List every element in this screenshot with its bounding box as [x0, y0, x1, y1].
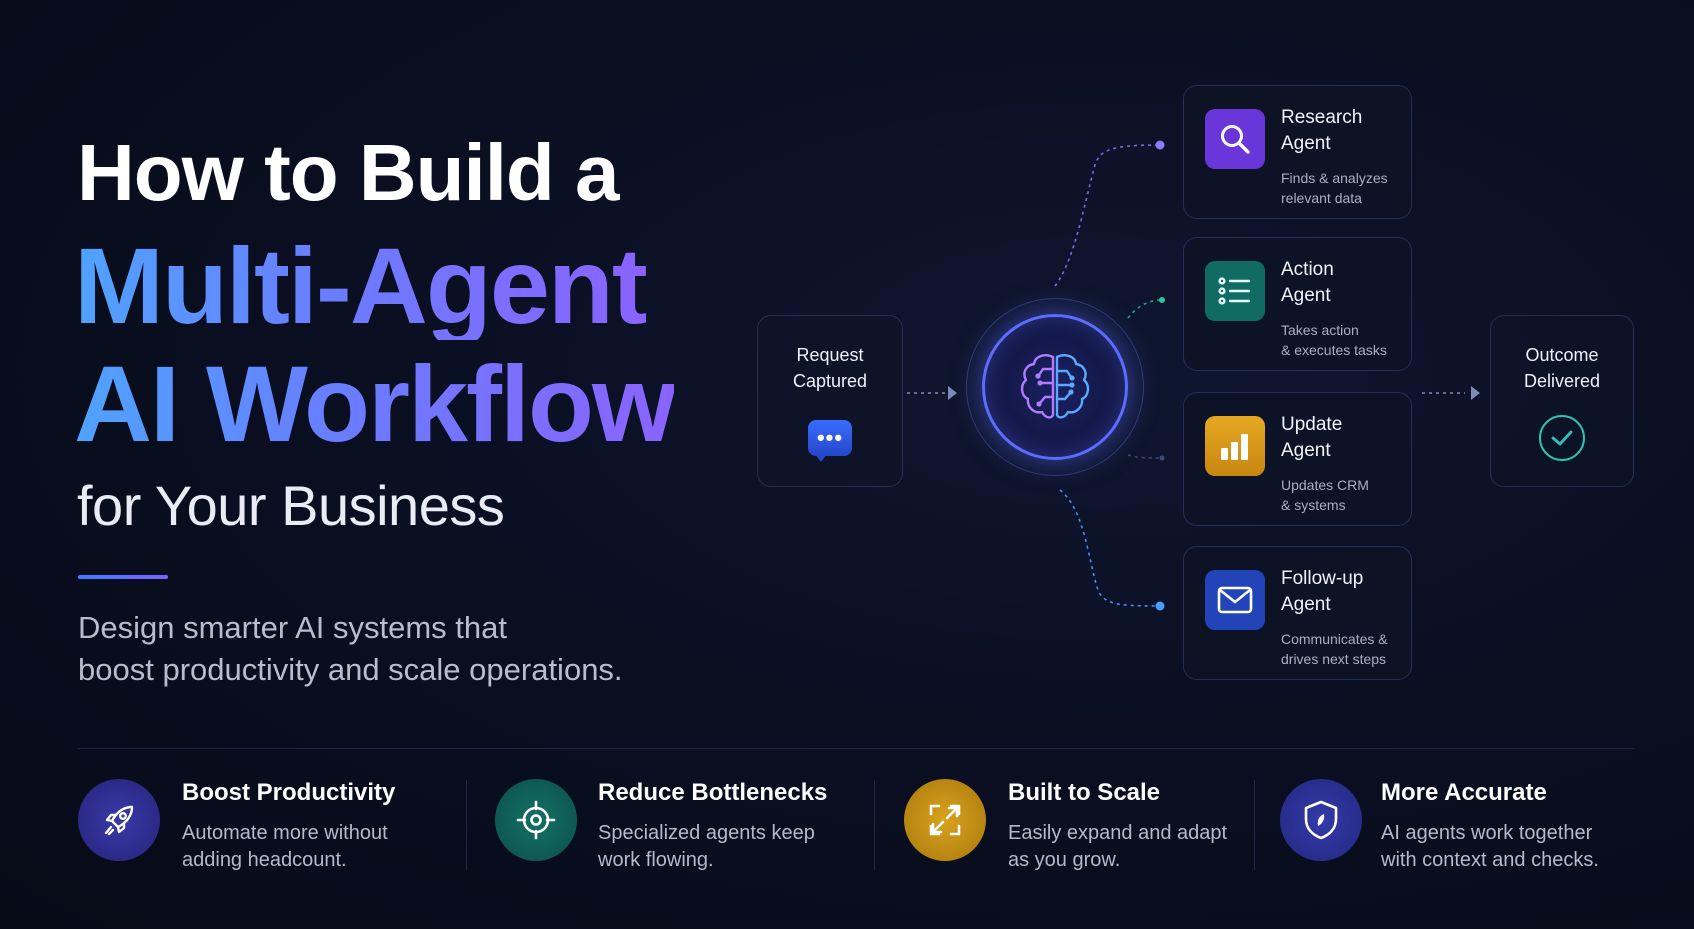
- agent-name-line-2: Agent: [1281, 133, 1331, 154]
- agent-desc-line-1: Finds & analyzes: [1281, 170, 1388, 186]
- feature-desc-line-1: Specialized agents keep: [598, 822, 815, 844]
- request-label-line-2: Captured: [792, 371, 868, 391]
- subtitle-line-1: Design smarter AI systems that: [78, 610, 507, 645]
- check-circle-icon: [1539, 415, 1585, 461]
- feature-desc-line-1: Easily expand and adapt: [1008, 822, 1228, 844]
- feature-divider: [874, 780, 875, 870]
- connector-hub-to-followup: [1059, 489, 1161, 607]
- agent-desc-line-2: & executes tasks: [1281, 342, 1387, 358]
- chat-bubble-icon: •••: [808, 420, 852, 456]
- bar-chart-icon: [1205, 416, 1265, 476]
- subtitle-line-2: boost productivity and scale operations.: [78, 652, 623, 687]
- feature-title: Reduce Bottlenecks: [598, 779, 828, 806]
- ai-brain-icon: [1020, 354, 1090, 419]
- feature-desc-line-2: work flowing.: [598, 849, 714, 871]
- feature-divider: [466, 780, 467, 870]
- feature-title: Built to Scale: [1008, 779, 1161, 806]
- target-icon: [495, 779, 577, 861]
- agent-name-line-2: Agent: [1281, 594, 1331, 615]
- agent-desc-line-1: Communicates &: [1281, 631, 1388, 647]
- request-label-line-1: Request: [796, 345, 864, 365]
- agent-card-update: Update Agent Updates CRM & systems: [1183, 392, 1412, 526]
- rocket-icon: [78, 779, 160, 861]
- feature-divider: [1254, 780, 1255, 870]
- feature-desc-line-2: adding headcount.: [182, 849, 347, 871]
- connector-hub-to-update: [1127, 454, 1163, 459]
- feature-desc-line-2: with context and checks.: [1381, 849, 1599, 871]
- arrowhead-to-hub: [948, 386, 957, 400]
- feature-title: Boost Productivity: [182, 779, 396, 806]
- agent-card-action: Action Agent Takes action & executes tas…: [1183, 237, 1412, 371]
- request-captured-box: Request Captured: [757, 315, 903, 487]
- ai-hub: [982, 314, 1128, 460]
- agent-name-line-1: Research: [1281, 107, 1363, 128]
- mail-icon: [1205, 570, 1265, 630]
- outcome-delivered-box: Outcome Delivered: [1490, 315, 1634, 487]
- node-dot-update: [1159, 455, 1165, 461]
- agent-desc-line-1: Updates CRM: [1281, 477, 1369, 493]
- headline-line-2: Multi-Agent: [74, 225, 648, 346]
- outcome-label-line-1: Outcome: [1525, 345, 1599, 365]
- feature-desc-line-1: Automate more without: [182, 822, 388, 844]
- agent-desc-line-2: & systems: [1281, 497, 1346, 513]
- agent-desc-line-1: Takes action: [1281, 322, 1359, 338]
- node-dot-research: [1155, 140, 1165, 150]
- agent-name-line-1: Update: [1281, 414, 1343, 435]
- chat-bubble-tail: [815, 454, 827, 462]
- agent-name-line-1: Follow-up: [1281, 568, 1364, 589]
- search-icon: [1205, 109, 1265, 169]
- section-divider: [78, 748, 1634, 749]
- feature-desc-line-1: AI agents work together: [1381, 822, 1593, 844]
- list-icon: [1205, 261, 1265, 321]
- agent-desc-line-2: relevant data: [1281, 190, 1362, 206]
- node-dot-action: [1159, 297, 1165, 303]
- agent-card-followup: Follow-up Agent Communicates & drives ne…: [1183, 546, 1412, 680]
- agent-card-research: Research Agent Finds & analyzes relevant…: [1183, 85, 1412, 219]
- headline-line-4: for Your Business: [77, 474, 505, 537]
- agent-name-line-1: Action: [1281, 259, 1334, 280]
- shield-icon: [1280, 779, 1362, 861]
- agent-name-line-2: Agent: [1281, 440, 1331, 461]
- accent-rule: [78, 575, 168, 579]
- connector-hub-to-action: [1127, 299, 1163, 319]
- agent-desc-line-2: drives next steps: [1281, 651, 1387, 667]
- outcome-label-line-2: Delivered: [1523, 371, 1601, 391]
- feature-desc-line-2: as you grow.: [1008, 849, 1121, 871]
- expand-icon: [904, 779, 986, 861]
- arrowhead-to-outcome: [1471, 386, 1480, 400]
- headline-line-1: How to Build a: [77, 128, 620, 217]
- agent-name-line-2: Agent: [1281, 285, 1331, 306]
- feature-title: More Accurate: [1381, 779, 1547, 806]
- node-dot-followup: [1155, 601, 1165, 611]
- connector-hub-to-research: [1054, 144, 1161, 287]
- headline-line-3: AI Workflow: [74, 343, 676, 464]
